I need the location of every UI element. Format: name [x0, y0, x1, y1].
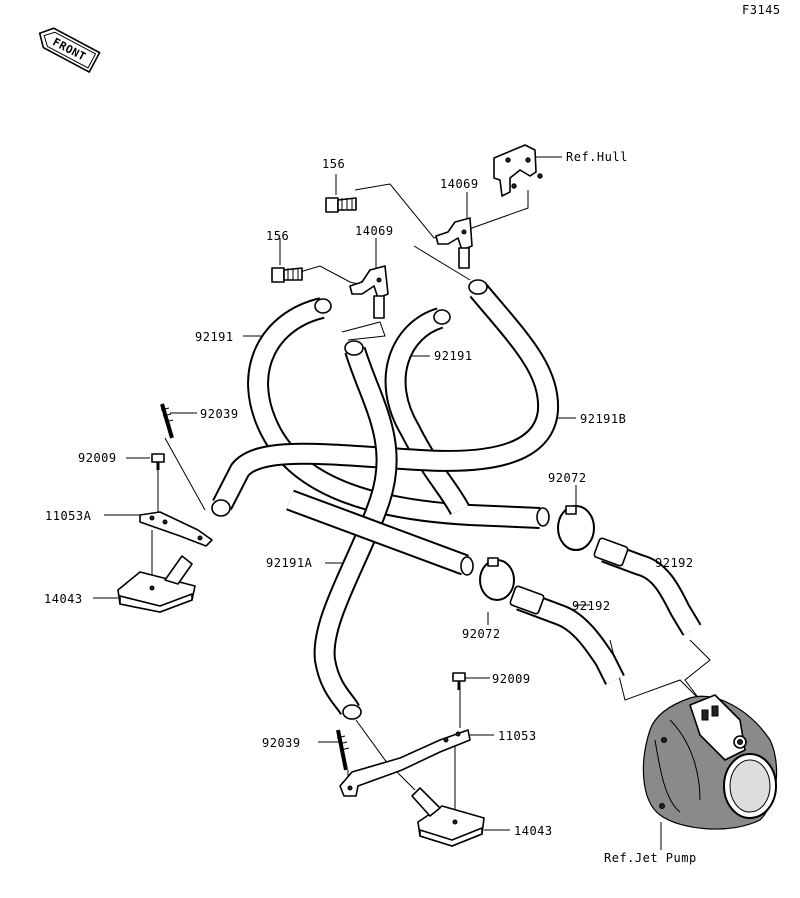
label-92191b: 92191B — [580, 412, 626, 426]
bracket-11053 — [339, 729, 471, 797]
label-92039-upper: 92039 — [200, 407, 239, 421]
label-92072-upper: 92072 — [548, 471, 587, 485]
label-92039-lower: 92039 — [262, 736, 301, 750]
clamp-92072-lower — [479, 557, 515, 601]
filter-14043-lower — [411, 787, 485, 847]
label-92191-middle: 92191 — [434, 349, 473, 363]
stud-92039-upper — [160, 403, 174, 439]
figure-code: F3145 — [742, 3, 781, 17]
label-92192-right: 92192 — [655, 556, 694, 570]
label-14043-upper: 14043 — [44, 592, 83, 606]
filter-14043-upper — [117, 555, 196, 613]
pickup-pipe-92192-right — [593, 537, 702, 636]
screw-92009-lower — [452, 672, 466, 690]
bolt-156-left — [271, 267, 303, 283]
stud-92039-lower — [336, 729, 350, 771]
jet-pump — [642, 694, 778, 830]
bolt-156-upper — [325, 197, 357, 213]
hose-92191-middle — [384, 307, 470, 516]
label-92191-left: 92191 — [195, 330, 234, 344]
hull-bracket — [493, 144, 543, 197]
label-156-upper: 156 — [322, 157, 345, 171]
front-arrow-icon: FRONT — [38, 27, 101, 74]
fitting-14069-left — [349, 265, 389, 319]
label-14069-upper: 14069 — [440, 177, 479, 191]
pickup-pipe-92192-left — [509, 585, 625, 685]
label-92192-left: 92192 — [572, 599, 611, 613]
fitting-14069-upper — [435, 217, 473, 269]
hose-diag-lower — [286, 489, 474, 576]
hose-92191a-lower — [313, 340, 398, 720]
hose-92191b-long — [211, 279, 560, 517]
screw-92009-upper — [151, 453, 165, 470]
label-92191a: 92191A — [266, 556, 313, 570]
label-14069-left: 14069 — [355, 224, 394, 238]
label-11053: 11053 — [498, 729, 537, 743]
label-14043-lower: 14043 — [514, 824, 553, 838]
label-11053a: 11053A — [45, 509, 92, 523]
ref-hull-label: Ref.Hull — [566, 150, 628, 164]
ref-jet-pump-label: Ref.Jet Pump — [604, 851, 697, 865]
hose-92191-left — [247, 297, 550, 529]
label-92072-lower: 92072 — [462, 627, 501, 641]
label-92009-upper: 92009 — [78, 451, 117, 465]
label-92009-lower: 92009 — [492, 672, 531, 686]
bracket-11053a — [139, 511, 213, 547]
label-156-left: 156 — [266, 229, 289, 243]
clamp-92072-upper — [557, 505, 595, 551]
